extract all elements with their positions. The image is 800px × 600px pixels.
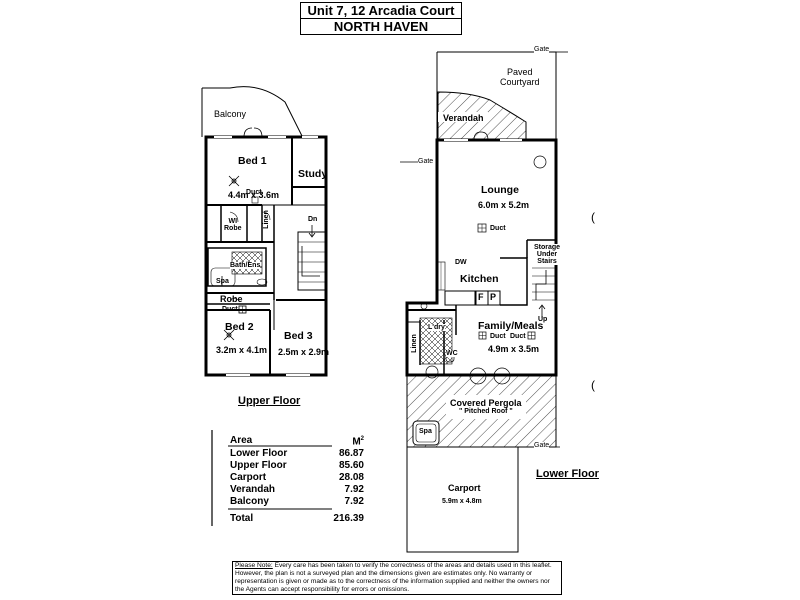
area-row-name: Verandah <box>230 484 276 496</box>
up-label: Up <box>538 316 548 323</box>
family-meals-size: 4.9m x 3.5m <box>488 344 540 354</box>
pergola-roof-label: " Pitched Roof " <box>459 408 513 415</box>
disclaimer-note: Please Note: Every care has been taken t… <box>232 561 562 595</box>
area-row: Verandah 7.92 <box>228 484 366 496</box>
laundry-label: L'dry <box>428 324 445 331</box>
area-row-value: 85.60 <box>338 460 364 472</box>
pantry-label: P <box>490 292 497 302</box>
area-row: Lower Floor 86.87 <box>228 448 366 460</box>
area-row-name: Carport <box>230 472 267 484</box>
area-row-value: 28.08 <box>338 472 364 484</box>
bed1-size: 4.4m x 3.6m <box>228 190 280 200</box>
robe-label: Robe <box>220 294 243 304</box>
area-row-name: Upper Floor <box>230 460 287 472</box>
area-row: Carport 28.08 <box>228 472 366 484</box>
disclaimer-text: Every care has been taken to verify the … <box>235 562 552 593</box>
area-row-name: Balcony <box>230 496 269 508</box>
lower-floor-title: Lower Floor <box>536 468 599 480</box>
lounge-duct-label: Duct <box>490 225 506 232</box>
bath-ens-label: Bath/Ens <box>230 262 261 269</box>
bed3-size: 2.5m x 2.9m <box>278 347 330 357</box>
upper-spa-label: Spa <box>216 278 229 285</box>
lower-spa-label: Spa <box>419 428 432 435</box>
address-title: Unit 7, 12 Arcadia Court <box>300 2 462 18</box>
area-row-value: 7.92 <box>344 496 364 508</box>
area-header-unit: M2 <box>352 436 364 448</box>
lower-linen-label: Linen <box>410 334 418 353</box>
carport-label: Carport <box>448 483 481 493</box>
bed2-size: 3.2m x 4.1m <box>216 345 268 355</box>
pergola-label: Covered Pergola <box>450 398 522 408</box>
area-row: Balcony 7.92 <box>228 496 366 508</box>
bed3-label: Bed 3 <box>284 330 313 342</box>
family-meals-label: Family/Meals <box>478 320 544 332</box>
gate-mid-label: Gate <box>534 442 550 449</box>
area-table-header: Area M2 <box>228 433 366 448</box>
area-table-lines <box>211 430 332 526</box>
stray-mark-2: ( <box>591 378 595 392</box>
fridge-label: F <box>478 292 484 302</box>
area-row-value: 86.87 <box>338 448 364 460</box>
family-duct-a: Duct <box>490 333 506 340</box>
suburb-title: NORTH HAVEN <box>300 18 462 35</box>
bed1-label: Bed 1 <box>238 155 267 167</box>
upper-duct2-label: Duct <box>222 306 238 313</box>
area-header-label: Area <box>230 434 253 446</box>
storage-label: Storage Under Stairs <box>534 244 561 265</box>
area-row-name: Lower Floor <box>230 448 288 460</box>
wi-robe-label: WI Robe <box>224 218 242 232</box>
disclaimer-label: Please Note: <box>235 562 273 569</box>
verandah-label: Verandah <box>443 113 484 123</box>
gate-top-label: Gate <box>534 46 550 53</box>
gate-left-label: Gate <box>418 158 434 165</box>
carport-size: 5.9m x 4.8m <box>442 498 482 505</box>
study-label: Study <box>298 168 328 180</box>
balcony-label: Balcony <box>214 109 247 119</box>
dw-label: DW <box>455 259 467 266</box>
area-row: Upper Floor 85.60 <box>228 460 366 472</box>
lounge-size: 6.0m x 5.2m <box>478 200 530 210</box>
upper-linen-label: Linen <box>262 210 270 229</box>
stray-mark-1: ( <box>591 210 595 224</box>
bed2-label: Bed 2 <box>225 321 254 333</box>
area-row-value: 7.92 <box>344 484 364 496</box>
upper-duct-label: Duct <box>246 189 262 196</box>
kitchen-label: Kitchen <box>460 273 499 285</box>
dn-label: Dn <box>308 216 318 223</box>
paved-courtyard-label: Paved Courtyard <box>500 67 540 87</box>
family-duct-b: Duct <box>510 333 526 340</box>
area-total-value: 216.39 <box>333 513 364 525</box>
upper-floor-title: Upper Floor <box>238 395 301 407</box>
area-total-row: Total 216.39 <box>228 508 366 525</box>
lower-floor-plan <box>400 51 568 553</box>
lounge-label: Lounge <box>481 184 519 196</box>
area-table: Area M2 Lower Floor 86.87 Upper Floor 85… <box>228 433 366 525</box>
area-total-name: Total <box>230 513 254 525</box>
wc-label: WC <box>446 350 458 357</box>
